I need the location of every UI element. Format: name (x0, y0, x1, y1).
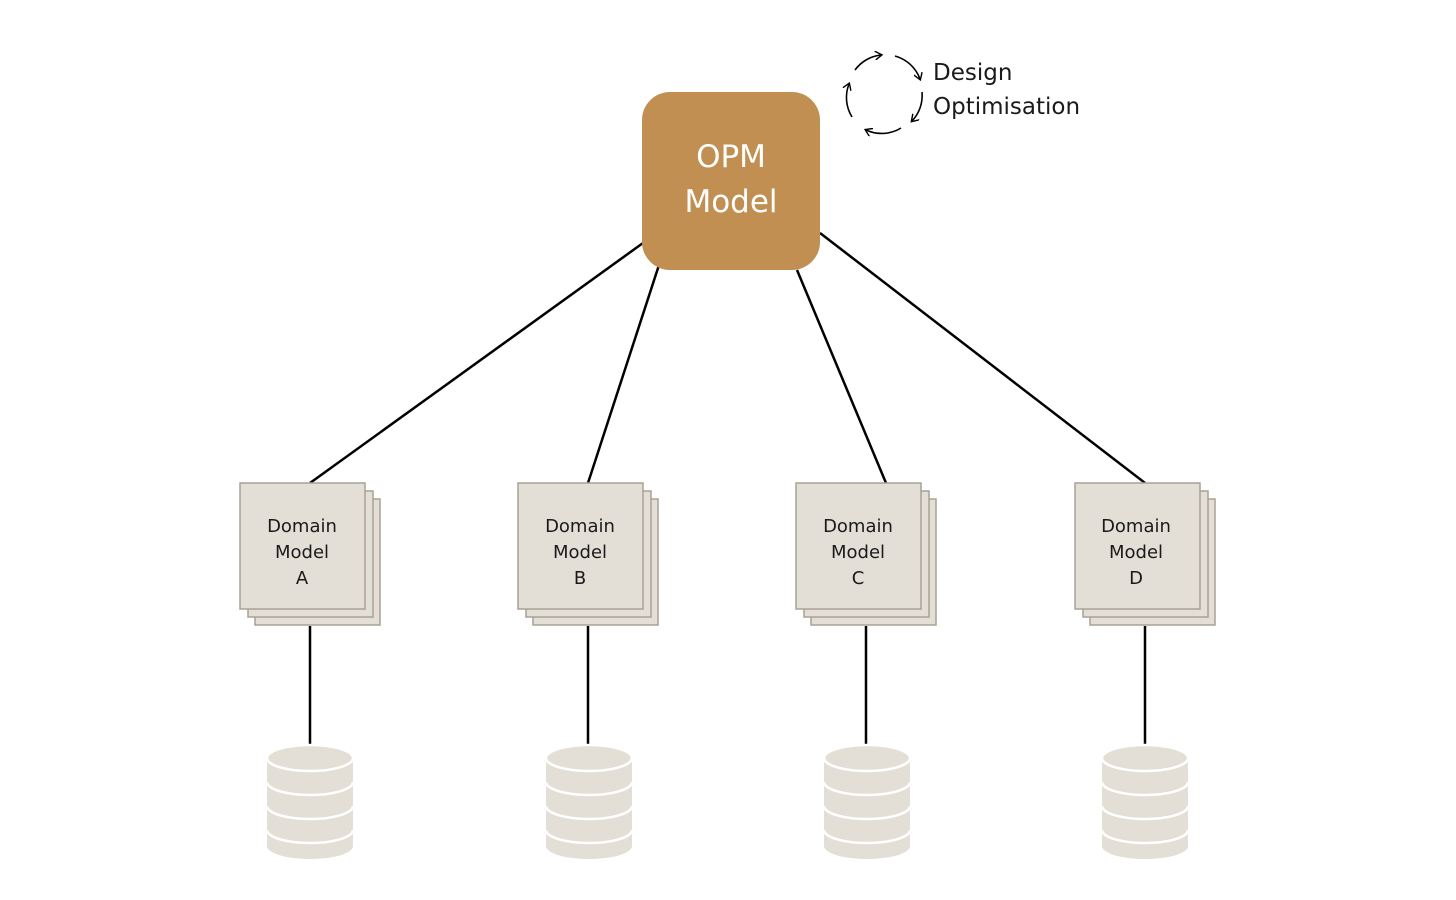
domain-model-b-line1: Domain (545, 516, 615, 537)
domain-model-d-line2: Model (1109, 542, 1163, 563)
domain-model-b-sheet-front (517, 482, 644, 610)
domain-model-a-line2: Model (275, 542, 329, 563)
domain-model-c-line3: C (852, 568, 865, 589)
domain-model-d-line1: Domain (1101, 516, 1171, 537)
database-c-icon (822, 743, 912, 859)
opm-connectors (309, 232, 1146, 485)
connector-opm-c (795, 269, 888, 484)
opm-model-box (642, 92, 820, 270)
domain-model-b-line3: B (574, 568, 586, 589)
domain-model-d: Domain Model D (1074, 482, 1216, 626)
domain-model-d-sheet-front (1074, 482, 1201, 610)
design-optimisation-line2: Optimisation (933, 94, 1080, 120)
opm-model-label-line2: Model (684, 184, 777, 220)
domain-model-a-line3: A (296, 568, 309, 589)
database-d-icon (1100, 743, 1190, 859)
domain-model-b: Domain Model B (517, 482, 659, 626)
opm-model-node: OPM Model (642, 92, 820, 270)
domain-model-a: Domain Model A (239, 482, 381, 626)
domain-model-c-sheet-front (795, 482, 922, 610)
domain-model-a-sheet-front (239, 482, 366, 610)
design-optimisation-line1: Design (933, 60, 1012, 86)
domain-model-c-line2: Model (831, 542, 885, 563)
domain-model-d-line3: D (1129, 568, 1143, 589)
database-connectors (308, 626, 1147, 746)
design-optimisation-label: Design Optimisation (933, 60, 1080, 120)
domain-model-c-line1: Domain (823, 516, 893, 537)
domain-model-a-line1: Domain (267, 516, 337, 537)
connector-opm-a (309, 241, 644, 485)
connector-opm-d (819, 232, 1146, 484)
database-a-icon (265, 743, 355, 859)
domain-model-b-line2: Model (553, 542, 607, 563)
database-b-icon (544, 743, 634, 859)
domain-model-c: Domain Model C (795, 482, 937, 626)
connector-opm-b (586, 264, 661, 484)
opm-model-label-line1: OPM (696, 139, 766, 175)
cycle-arrows-icon (846, 55, 923, 133)
